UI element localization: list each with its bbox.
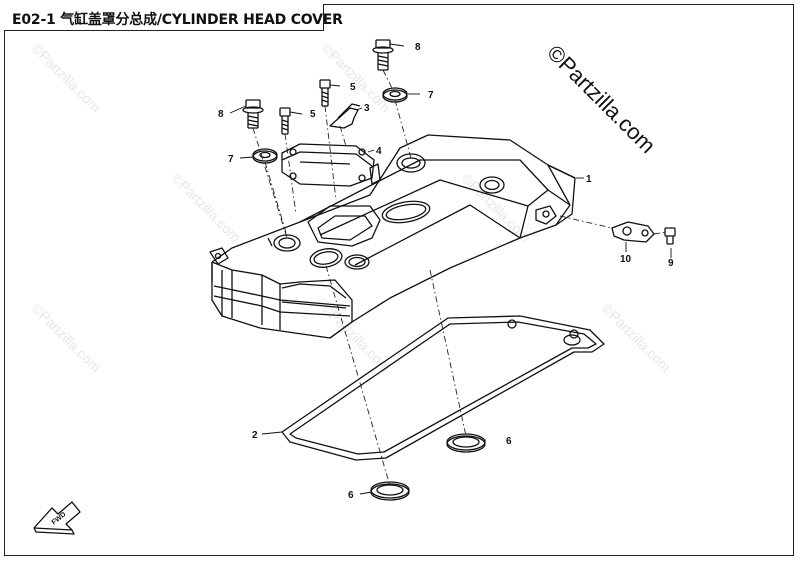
o-ring[interactable] bbox=[370, 481, 410, 501]
callout-8a: 8 bbox=[218, 109, 224, 120]
cylinder-head-cover[interactable] bbox=[209, 134, 576, 339]
breather-cover[interactable] bbox=[281, 143, 375, 187]
fwd-label: FWD bbox=[51, 511, 68, 526]
o-ring[interactable] bbox=[446, 433, 486, 453]
flange-bolt[interactable] bbox=[242, 99, 264, 129]
bolt[interactable] bbox=[279, 107, 291, 135]
callout-5b: 5 bbox=[310, 109, 316, 120]
callout-10: 10 bbox=[620, 254, 632, 265]
callout-2: 2 bbox=[252, 430, 258, 441]
callout-6a: 6 bbox=[506, 436, 512, 447]
callout-4: 4 bbox=[376, 146, 382, 157]
cover-gasket[interactable] bbox=[281, 315, 605, 461]
callout-8b: 8 bbox=[415, 42, 421, 53]
callout-7b: 7 bbox=[428, 90, 434, 101]
title-box: E02-1 气缸盖罩分总成/CYLINDER HEAD COVER bbox=[4, 4, 343, 31]
callout-3: 3 bbox=[364, 103, 370, 114]
diagram-frame bbox=[4, 4, 794, 556]
callout-9: 9 bbox=[668, 258, 674, 269]
callout-5a: 5 bbox=[350, 82, 356, 93]
mounting-tab[interactable] bbox=[611, 221, 655, 243]
bolt[interactable] bbox=[319, 79, 331, 107]
small-bolt[interactable] bbox=[664, 227, 676, 245]
callout-7a: 7 bbox=[228, 154, 234, 165]
callout-6b: 6 bbox=[348, 490, 354, 501]
washer[interactable] bbox=[382, 87, 408, 103]
callout-leaders bbox=[229, 43, 672, 495]
flange-bolt[interactable] bbox=[372, 39, 394, 71]
forward-direction-arrow bbox=[33, 501, 81, 535]
diagram-title: E02-1 气缸盖罩分总成/CYLINDER HEAD COVER bbox=[12, 12, 343, 28]
bracket[interactable] bbox=[329, 103, 361, 129]
assembly-guide-lines bbox=[252, 69, 667, 487]
callout-1: 1 bbox=[586, 174, 592, 185]
washer[interactable] bbox=[252, 148, 278, 164]
